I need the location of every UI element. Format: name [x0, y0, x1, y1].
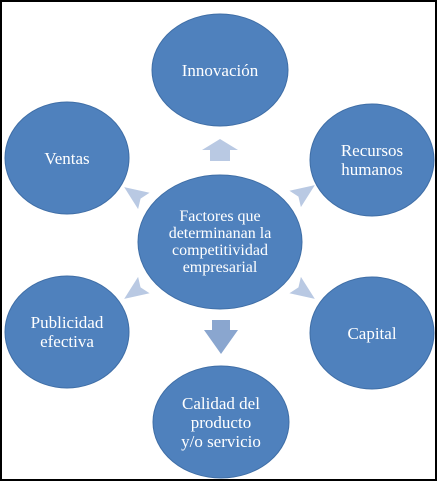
- label-capital: Capital: [347, 323, 397, 343]
- label-recursos-humanos: Recursos humanos: [340, 141, 404, 179]
- circle-capital: [309, 276, 435, 390]
- arrow-to-capital: [289, 276, 315, 299]
- circle-center: [137, 174, 303, 310]
- circle-innovacion: [151, 13, 289, 127]
- label-ventas: Ventas: [44, 148, 90, 168]
- circle-calidad: [152, 365, 290, 479]
- arrow-to-publicidad: [124, 276, 150, 299]
- circle-publicidad: [4, 275, 130, 389]
- circle-recursos-humanos: [309, 103, 435, 217]
- label-innovacion: Innovación: [181, 60, 259, 80]
- circle-ventas: [4, 101, 130, 215]
- arrow-down-calidad: [204, 320, 238, 354]
- arrow-up-innovacion: [202, 139, 238, 161]
- label-publicidad: Publicidad efectiva: [30, 313, 104, 351]
- arrow-to-recursos: [289, 185, 315, 208]
- label-center: Factores que determinanan la competitivi…: [168, 208, 272, 276]
- label-calidad: Calidad del producto y/o servicio: [181, 393, 261, 451]
- arrow-to-ventas: [124, 187, 150, 210]
